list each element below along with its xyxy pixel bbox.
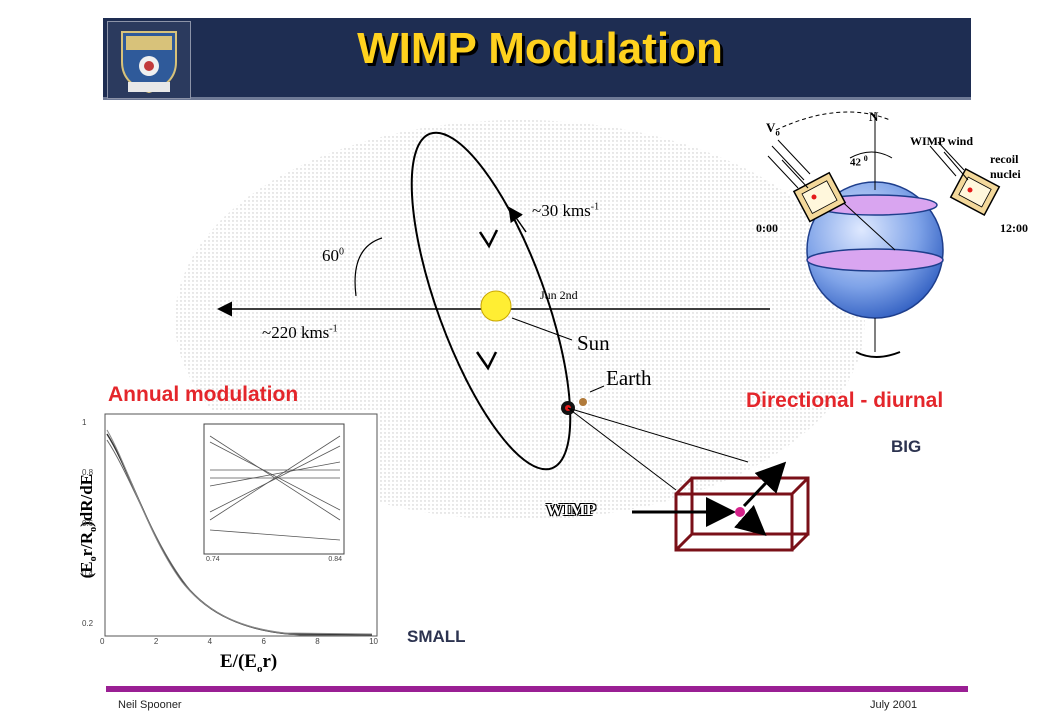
orbit-direction-arrow-bottom xyxy=(475,351,498,371)
wimp-label: WIMP xyxy=(546,500,597,519)
orbit-direction-arrow-top xyxy=(478,229,499,249)
orbital-speed-label: ~30 kms-1 xyxy=(532,201,600,220)
sun-label: Sun xyxy=(577,331,610,355)
recoil-nucleus xyxy=(735,507,745,517)
sun xyxy=(480,290,512,322)
annual-modulation-graph xyxy=(78,412,378,650)
big-label: BIG xyxy=(891,437,922,456)
graph-xlabel: E/(Eor) xyxy=(220,651,278,675)
footer-bar xyxy=(106,686,968,692)
angle-arc xyxy=(354,237,383,297)
angle-label: 600 xyxy=(322,246,344,265)
earth-orbit xyxy=(410,131,572,471)
university-crest-logo xyxy=(107,21,191,99)
sun-pointer xyxy=(511,317,573,341)
page-title: WIMP Modulation xyxy=(357,24,723,73)
recoil-arrow-down xyxy=(734,504,767,536)
annual-modulation-label: Annual modulation xyxy=(108,383,299,406)
directional-diurnal-label: Directional - diurnal xyxy=(746,389,944,412)
earth-label: Earth xyxy=(606,366,652,390)
wimp-wind-label: WIMP wind xyxy=(910,134,974,148)
north-label: N xyxy=(869,109,879,124)
earth-pointer xyxy=(589,385,605,393)
date-label: Jun 2nd xyxy=(540,288,578,302)
moon xyxy=(579,398,587,406)
v0-label: Vo xyxy=(766,120,780,138)
time-left-label: 0:00 xyxy=(756,221,778,235)
earth-globe xyxy=(767,111,1001,358)
orbital-velocity-arrow xyxy=(508,206,527,233)
small-label: SMALL xyxy=(407,627,466,646)
time-right-label: 12:00 xyxy=(1000,221,1028,235)
title-bar xyxy=(103,18,971,100)
globe-angle-label: 42 0 xyxy=(850,154,868,169)
footer-author: Neil Spooner xyxy=(118,699,182,711)
galactic-speed-label: ~220 kms-1 xyxy=(262,323,338,342)
footer-date: July 2001 xyxy=(870,699,918,711)
recoil-arrow-up xyxy=(742,461,787,508)
